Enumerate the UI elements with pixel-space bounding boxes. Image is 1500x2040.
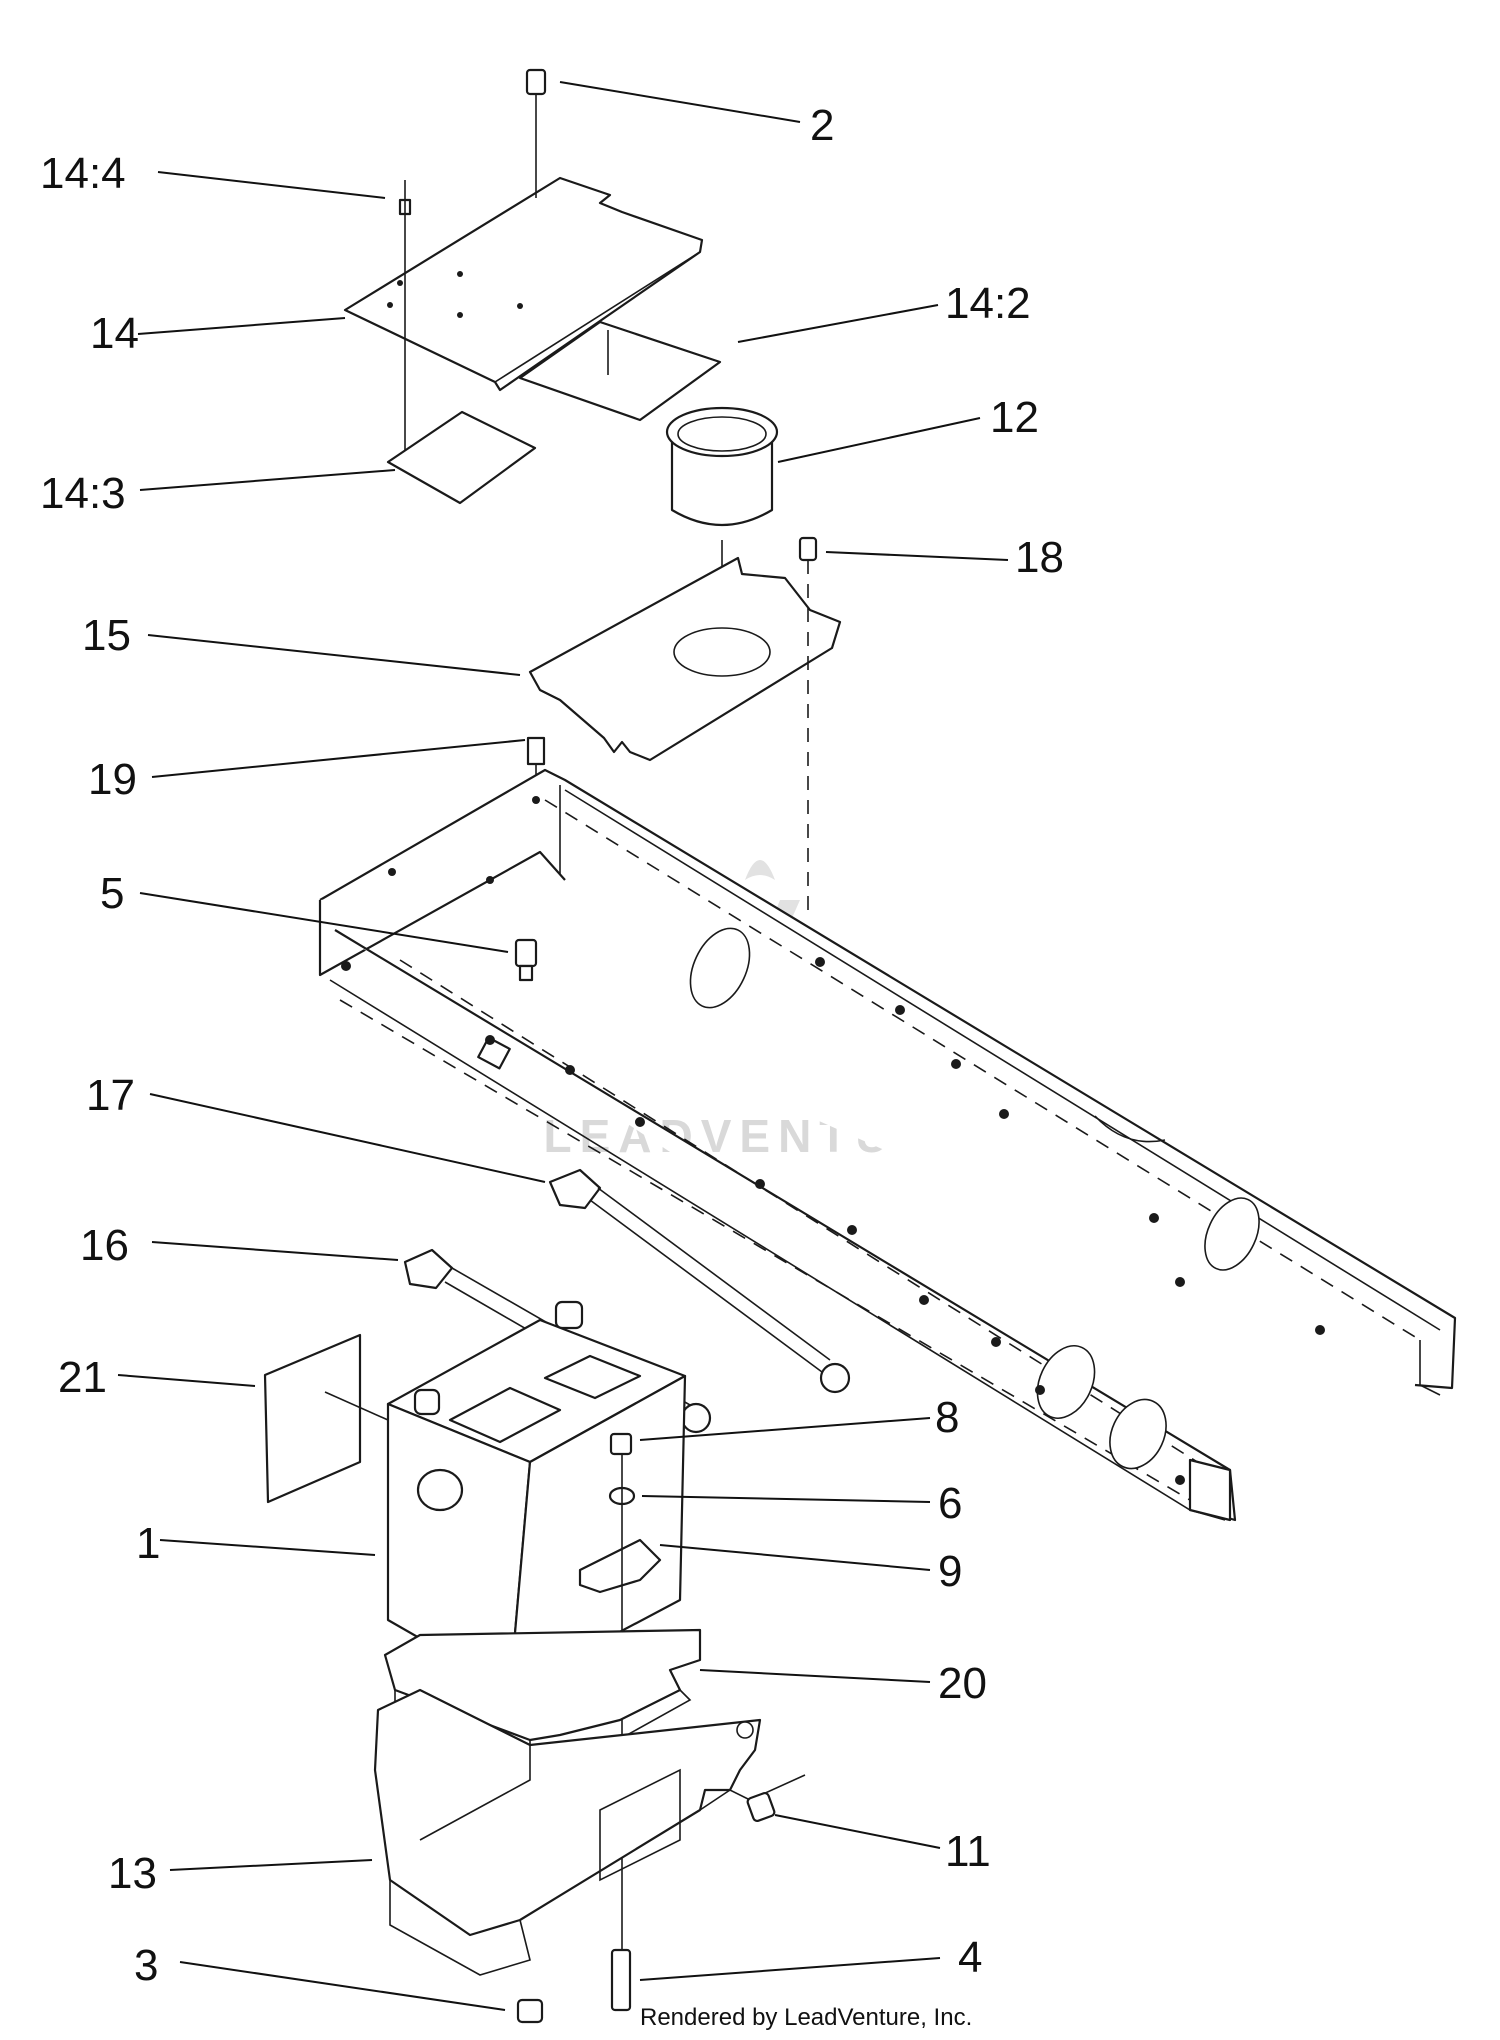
callout-21: 21 xyxy=(58,1353,107,1402)
callout-11: 11 xyxy=(945,1827,991,1876)
part-15-tray xyxy=(528,556,842,762)
callout-14-4: 14:4 xyxy=(40,149,126,198)
callout-14-2: 14:2 xyxy=(945,279,1031,328)
callout-1: 1 xyxy=(136,1519,160,1568)
callout-14-3: 14:3 xyxy=(40,469,126,518)
callout-12: 12 xyxy=(990,393,1039,442)
callout-4: 4 xyxy=(958,1933,982,1982)
part-8-nut xyxy=(609,1432,633,1456)
callout-13: 13 xyxy=(108,1849,157,1898)
part-12-cup-holder xyxy=(665,406,779,620)
callout-15: 15 xyxy=(82,611,131,660)
part-11-bolt xyxy=(746,1791,776,1823)
callout-9: 9 xyxy=(938,1547,962,1596)
credit-text: Rendered by LeadVenture, Inc. xyxy=(640,2004,972,2031)
callout-19: 19 xyxy=(88,755,137,804)
callout-2: 2 xyxy=(810,101,834,150)
part-14-3-plate xyxy=(386,410,537,505)
callout-8: 8 xyxy=(935,1393,959,1442)
frame-rails xyxy=(318,768,1457,1522)
callout-14: 14 xyxy=(90,309,139,358)
part-3-nut xyxy=(516,1998,544,2024)
part-18-bolt xyxy=(798,536,818,920)
part-21-label xyxy=(263,1333,389,1504)
leader-lines xyxy=(117,81,1009,2011)
part-2-screw xyxy=(525,68,547,198)
part-13-battery-tray xyxy=(373,1688,806,1976)
part-4-bolt xyxy=(610,1948,632,2012)
callout-3: 3 xyxy=(134,1941,158,1990)
part-5-bolt xyxy=(514,938,538,982)
callout-20: 20 xyxy=(938,1659,987,1708)
callout-18: 18 xyxy=(1015,533,1064,582)
callout-17: 17 xyxy=(86,1071,135,1120)
callout-5: 5 xyxy=(100,869,124,918)
part-14-4-fastener xyxy=(398,180,412,450)
callouts: 2 14:4 14 14:2 12 14:3 18 15 19 5 17 16 … xyxy=(40,101,1064,1990)
callout-16: 16 xyxy=(80,1221,129,1270)
part-14-cover-plate xyxy=(343,176,722,422)
callout-6: 6 xyxy=(938,1479,962,1528)
part-1-battery xyxy=(386,1300,687,1692)
part-17-cable xyxy=(548,1168,851,1394)
